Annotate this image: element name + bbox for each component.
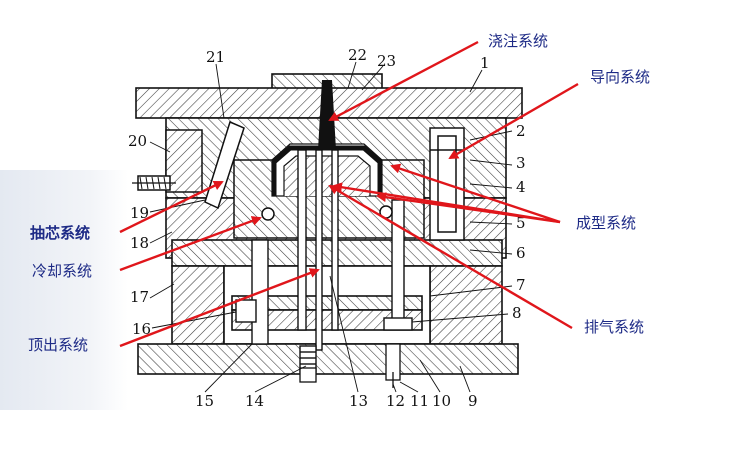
bottom-bolts [299, 343, 401, 388]
label-pouring-system: 浇注系统 [488, 32, 548, 50]
return-pin [383, 199, 413, 331]
part-number-20: 20 [128, 132, 147, 150]
part-number-6: 6 [516, 244, 526, 262]
part-number-23: 23 [377, 52, 396, 70]
spacer-block-right [429, 265, 503, 345]
label-ejection-system: 顶出系统 [28, 336, 88, 354]
part-number-9: 9 [468, 392, 478, 410]
part-number-11: 11 [410, 392, 429, 410]
part-number-3: 3 [516, 154, 526, 172]
part-number-4: 4 [516, 178, 526, 196]
spacer-block-left [171, 265, 225, 345]
part-number-2: 2 [516, 122, 526, 140]
arrow-molding-3 [332, 182, 561, 224]
arrow-guiding [448, 82, 579, 160]
part-number-14: 14 [245, 392, 264, 410]
label-molding-system: 成型系统 [576, 214, 636, 232]
part-number-labels: 21 22 23 1 2 3 4 5 6 7 8 9 10 11 12 13 1… [128, 46, 526, 410]
system-labels: 浇注系统 导向系统 抽芯系统 冷却系统 成型系统 顶出系统 排气系统 [28, 32, 650, 354]
sprue-channel [318, 80, 336, 150]
part-number-22: 22 [348, 46, 367, 64]
ejector-pins [297, 149, 339, 373]
arrow-core-pulling [119, 180, 224, 234]
arrow-cooling [119, 216, 262, 272]
part-number-5: 5 [516, 214, 526, 232]
part-number-15: 15 [195, 392, 214, 410]
part-number-16: 16 [132, 320, 151, 338]
part-number-13: 13 [349, 392, 368, 410]
arrow-molding-1 [390, 163, 561, 224]
label-venting-system: 排气系统 [584, 318, 644, 336]
arrow-ejection [119, 268, 320, 348]
ejector-plate [231, 309, 423, 331]
part-number-21: 21 [206, 48, 225, 66]
bottom-clamping-plate [137, 343, 519, 375]
leader-lines [149, 61, 513, 393]
part-number-7: 7 [516, 276, 526, 294]
label-guiding-system: 导向系统 [590, 68, 650, 86]
part-number-17: 17 [130, 288, 149, 306]
part-number-10: 10 [432, 392, 451, 410]
arrow-venting [328, 184, 573, 330]
part-number-12: 12 [386, 392, 405, 410]
label-core-pulling-system: 抽芯系统 [30, 224, 90, 242]
label-cooling-system: 冷却系统 [32, 262, 92, 280]
part-number-19: 19 [130, 204, 149, 222]
arrow-pouring [328, 40, 479, 122]
callout-arrows [119, 40, 579, 348]
part-number-8: 8 [512, 304, 522, 322]
part-number-1: 1 [480, 54, 490, 72]
part-number-18: 18 [130, 234, 149, 252]
left-background-band [0, 170, 128, 410]
